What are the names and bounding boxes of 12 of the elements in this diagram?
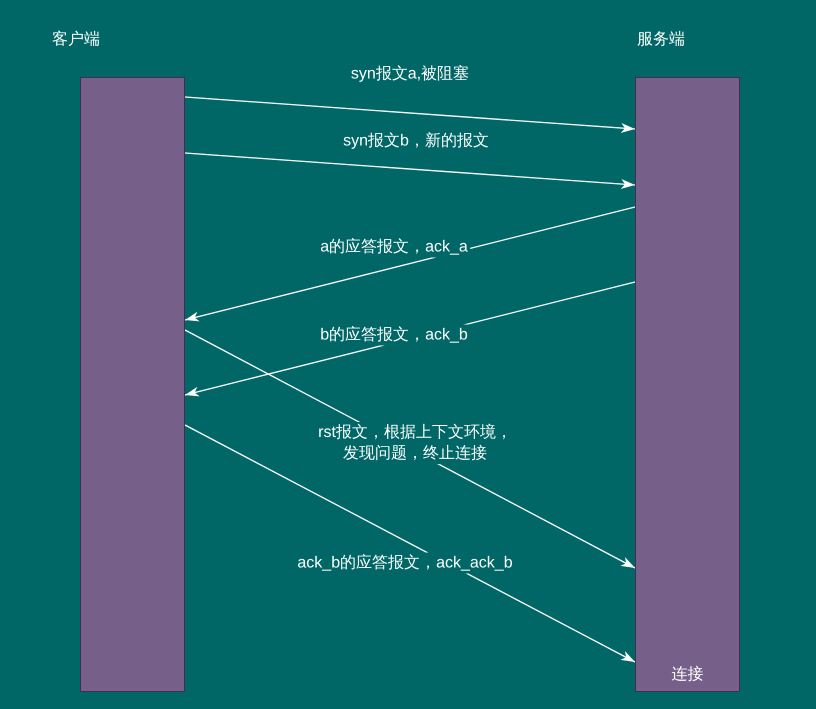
edge-label: syn报文a,被阻塞 (348, 64, 472, 84)
state-label: 连接 (672, 665, 704, 685)
arrow (184, 96, 636, 133)
arrow (184, 424, 636, 663)
edge-label: ack_b的应答报文，ack_ack_b (295, 552, 515, 574)
participant-label: 服务端 (637, 30, 685, 50)
edge-label: a的应答报文，ack_a (318, 236, 470, 258)
edge-label: b的应答报文，ack_b (318, 324, 470, 346)
arrow (184, 152, 636, 189)
participant-label: 客户端 (52, 30, 100, 50)
arrow (184, 206, 636, 322)
edge-label: syn报文b，新的报文 (341, 130, 491, 152)
